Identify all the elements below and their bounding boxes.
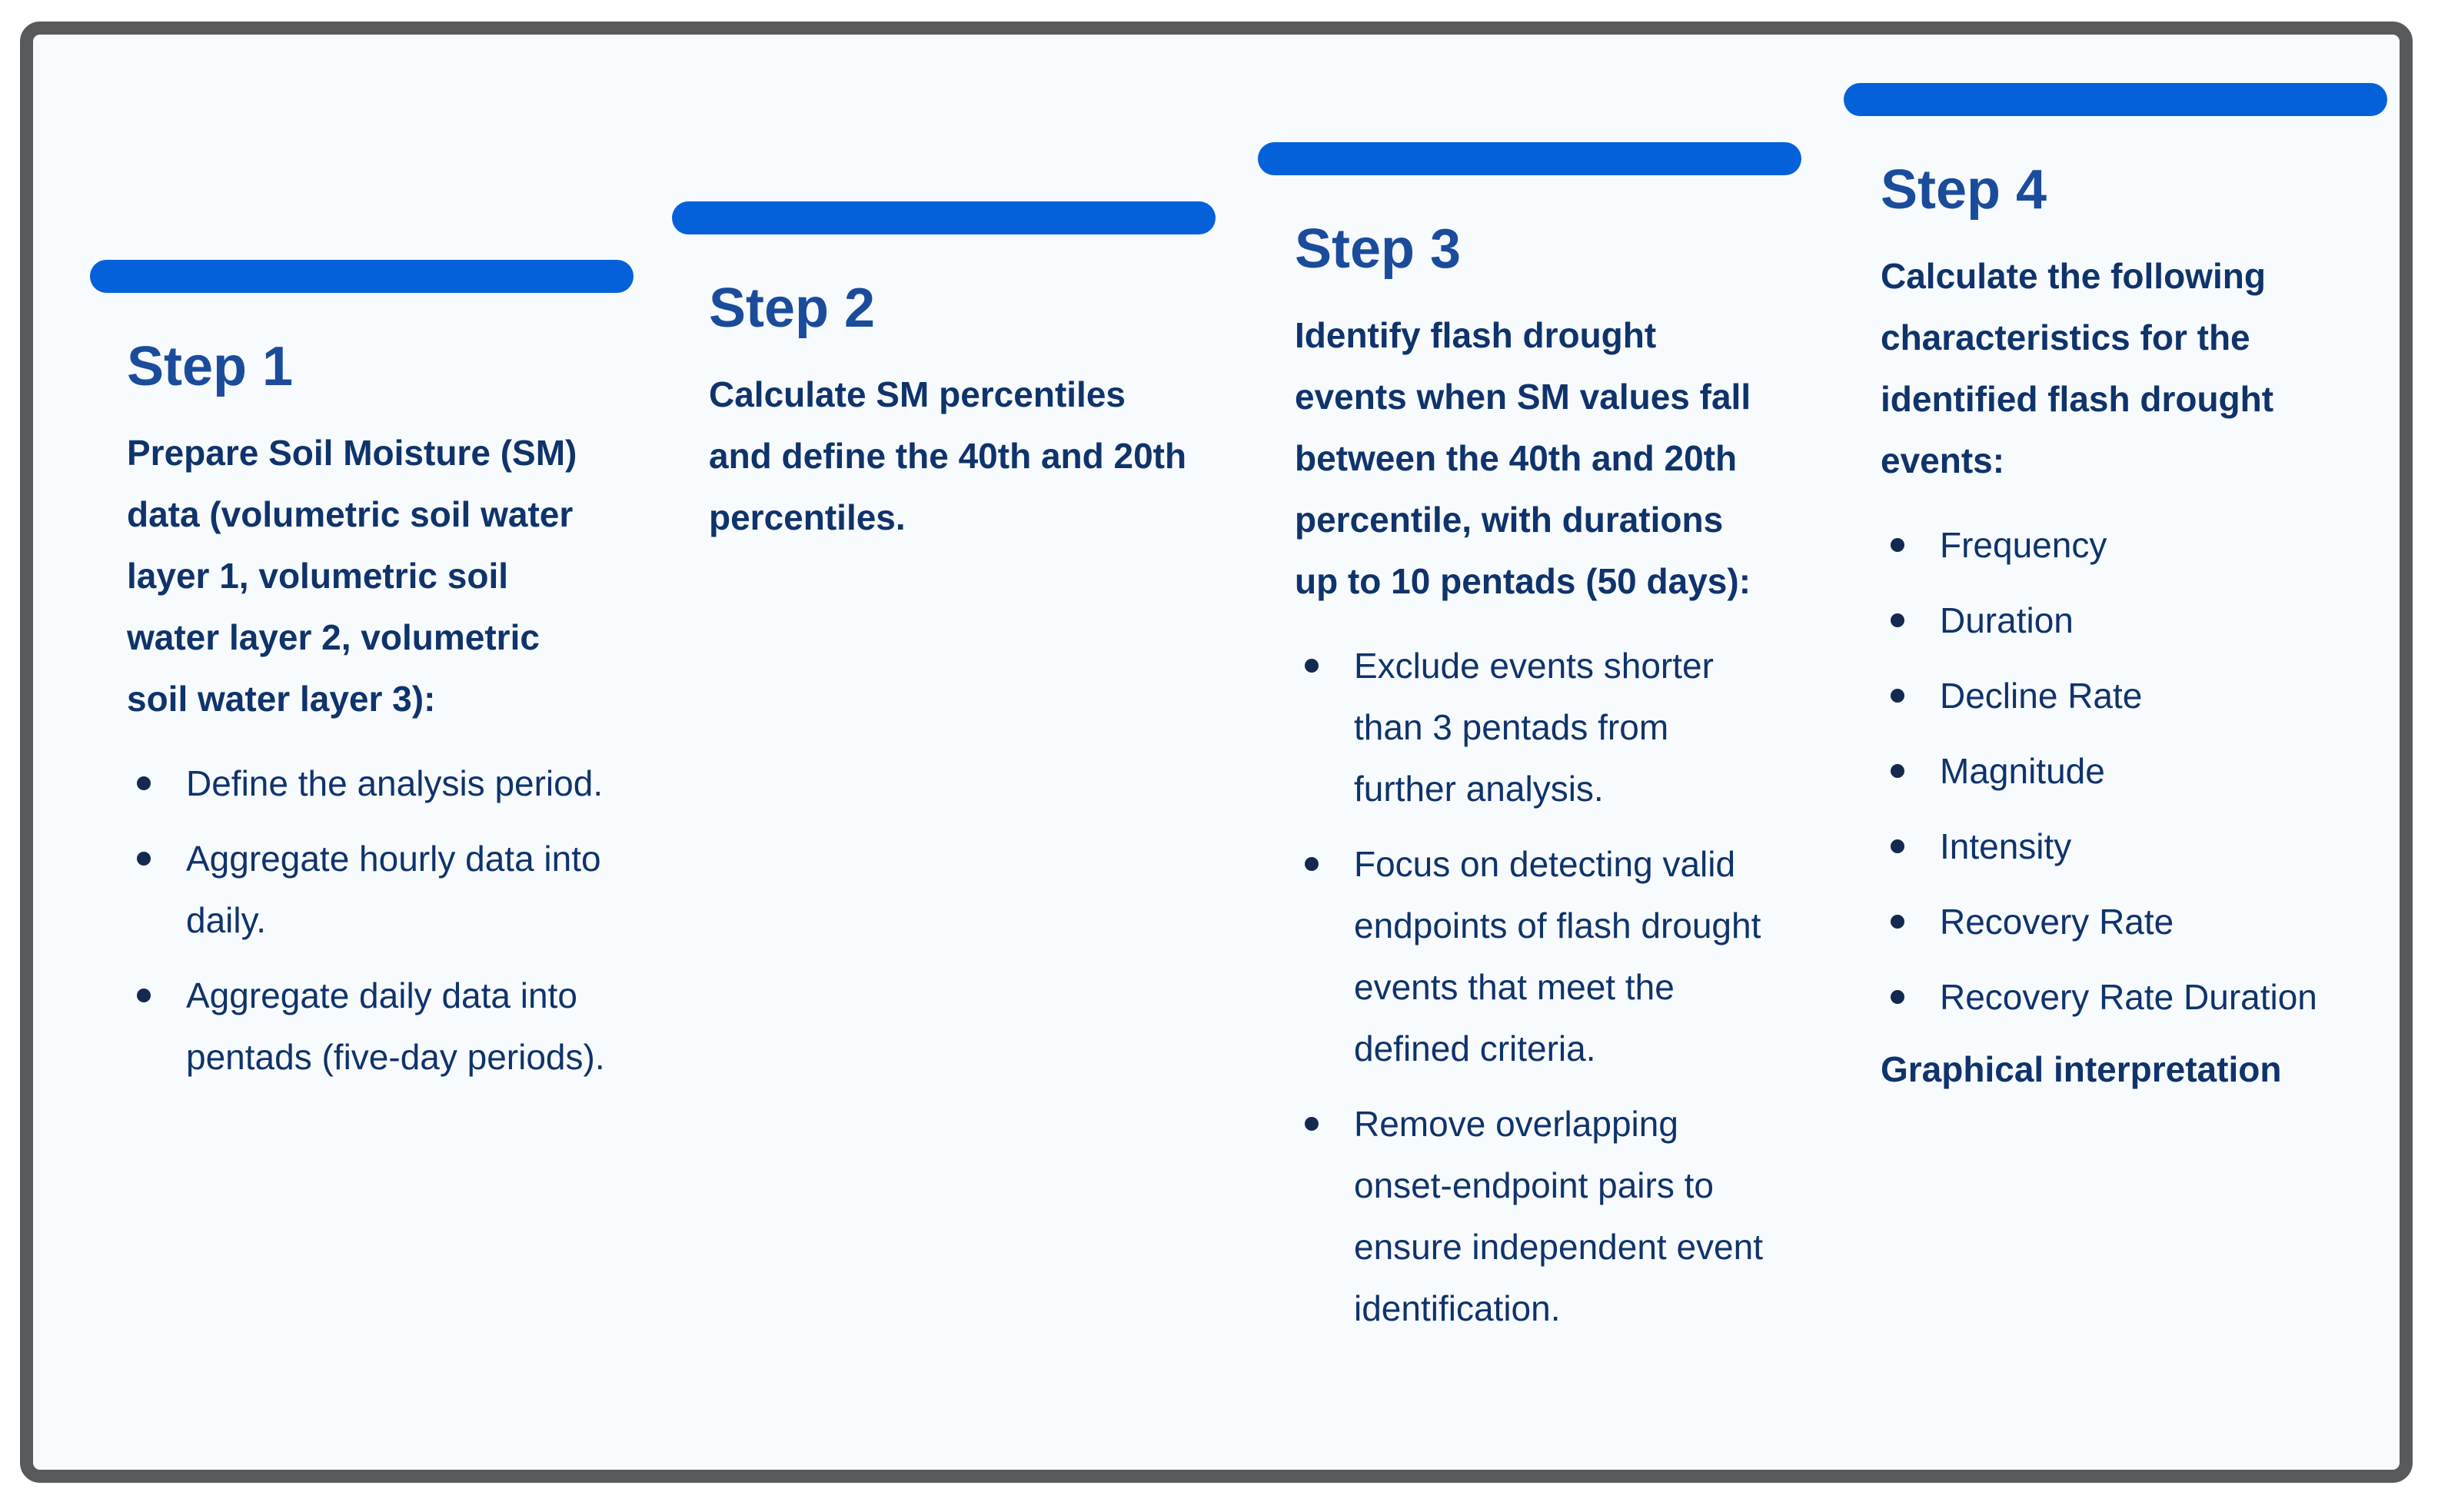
step-4-title: Step 4 [1881, 159, 2047, 221]
list-item: Duration [1891, 590, 2366, 651]
step-3-column: Step 3 Identify flash drought events whe… [1258, 142, 1801, 1339]
list-item: Define the analysis period. [137, 753, 612, 814]
step-1-column: Step 1 Prepare Soil Moisture (SM) data (… [90, 260, 634, 1088]
step-4-accent-bar [1844, 83, 2387, 116]
step-2-accent-bar [672, 201, 1216, 234]
list-item: Aggregate hourly data into daily. [137, 828, 612, 951]
step-3-accent-bar [1258, 142, 1801, 175]
list-item: Focus on detecting valid endpoints of fl… [1305, 833, 1780, 1079]
list-item: Magnitude [1891, 740, 2366, 802]
step-4-intro: Calculate the following characteristics … [1881, 256, 2274, 480]
list-item: Decline Rate [1891, 665, 2366, 726]
list-item: Recovery Rate Duration [1891, 966, 2366, 1028]
list-item: Recovery Rate [1891, 891, 2366, 952]
step-4-column: Step 4 Calculate the following character… [1844, 83, 2387, 1100]
step-1-title: Step 1 [127, 336, 294, 397]
step-2-title: Step 2 [709, 277, 876, 339]
list-item: Intensity [1891, 816, 2366, 877]
step-2-column: Step 2 Calculate SM percentiles and defi… [672, 201, 1216, 548]
list-item: Frequency [1891, 514, 2366, 576]
step-2-intro: Calculate SM percentiles and define the … [709, 374, 1187, 537]
list-item: Exclude events shorter than 3 pentads fr… [1305, 635, 1780, 819]
graphical-interpretation-label: Graphical interpretation [1881, 1049, 2282, 1089]
step-4-bullet-list: Frequency Duration Decline Rate Magnitud… [1844, 514, 2387, 1028]
list-item: Remove overlapping onset-endpoint pairs … [1305, 1093, 1780, 1339]
step-1-bullet-list: Define the analysis period. Aggregate ho… [90, 753, 634, 1088]
step-3-intro: Identify flash drought events when SM va… [1295, 315, 1751, 601]
step-3-title: Step 3 [1295, 218, 1462, 280]
step-3-bullet-list: Exclude events shorter than 3 pentads fr… [1258, 635, 1801, 1339]
list-item: Aggregate daily data into pentads (five-… [137, 965, 612, 1088]
step-1-accent-bar [90, 260, 634, 293]
step-1-intro: Prepare Soil Moisture (SM) data (volumet… [127, 433, 577, 719]
